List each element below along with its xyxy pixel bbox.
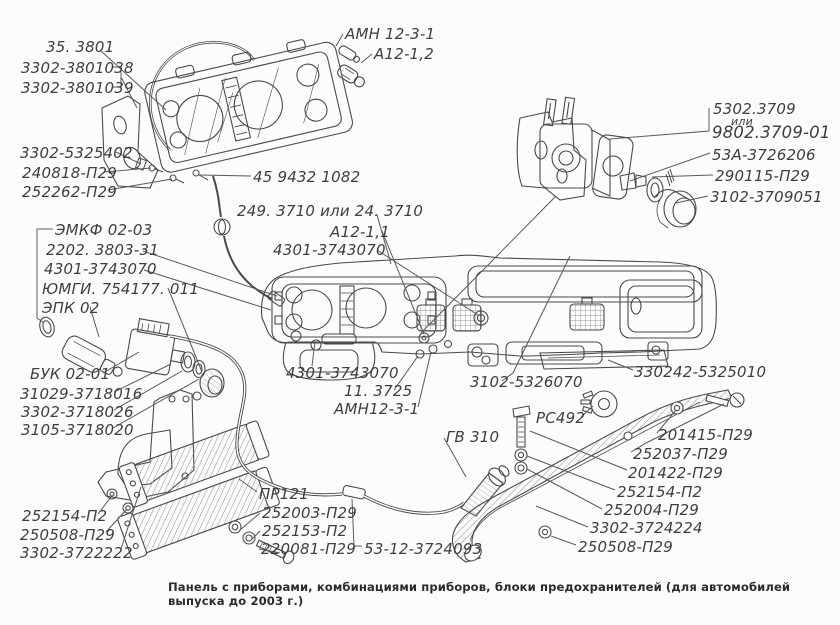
part-label: 252003-П29 [262,504,358,522]
part-label: 4301-3743070 [286,364,399,382]
part-label: 252037-П29 [633,445,729,463]
part-label: 53-12-3724093 [364,540,483,558]
part-label: 330242-5325010 [634,363,767,381]
part-label: 9802.3709-01 [712,123,831,142]
part-label: 290115-П29 [715,167,811,185]
part-label: ЭПК 02 [42,299,100,317]
part-label: РС492 [536,409,586,427]
part-label: А12-1,1 [330,223,391,241]
part-label: ПР121 [259,485,309,503]
fuse-blocks-art [117,420,295,565]
part-label: ЭМКФ 02-03 [55,221,153,239]
part-label: АМН 12-3-1 [345,25,436,43]
part-label: 3302-5325402 [20,144,133,162]
part-label: ЮМГИ. 754177. 011 [42,280,200,298]
part-label: 201422-П29 [628,464,724,482]
part-label: АМН12-3-1 [334,400,420,418]
part-label: 3302-3724224 [590,519,703,537]
part-label: 53А-3726206 [712,146,816,164]
part-label: 252154-П2 [617,483,703,501]
part-label: 252262-П29 [22,183,118,201]
part-label: 220081-П29 [261,540,357,558]
part-label: 3302-3801038 [21,59,134,77]
part-label: 3302-3801039 [21,79,134,97]
part-label: 252004-П29 [604,501,700,519]
part-label: 3102-5326070 [470,373,583,391]
part-label: БУК 02-01 [30,365,111,383]
part-label: 3105-3718020 [21,421,134,439]
part-label: 31029-3718016 [20,385,143,403]
part-label: 252154-П2 [22,507,108,525]
switch-parts-art [39,316,225,398]
part-label: 249. 3710 или 24. 3710 [237,202,424,220]
dashboard-panel-art [260,254,717,381]
part-label: 252153-П2 [262,522,348,540]
part-label: 250508-П29 [578,538,674,556]
part-label: 4301-3743070 [273,241,386,259]
part-label: 2202. 3803-31 [46,241,159,259]
part-label: или [731,115,753,128]
speedo-cable-art [169,334,510,517]
part-label: ГВ 310 [446,428,500,446]
part-label: 3302-3718026 [21,403,134,421]
leader-lines [36,33,725,554]
part-label: 3102-3709051 [710,188,823,206]
part-label: 3302-3722222 [20,544,133,562]
part-label: А12-1,2 [374,45,435,63]
instrument-cluster-art [101,39,365,307]
figure-caption: Панель с приборами, комбинациями приборо… [168,580,791,608]
light-switch-art [516,96,697,229]
part-label: 240818-П29 [22,164,118,182]
part-label: 201415-П29 [658,426,754,444]
part-label: 45 9432 1082 [253,168,361,186]
part-label: 11. 3725 [344,382,413,400]
part-label: 250508-П29 [20,526,116,544]
part-label: 5302.3709 [713,100,796,118]
part-label: 4301-3743070 [44,260,157,278]
lower-bracket-art [451,389,745,563]
part-label: 35. 3801 [46,38,115,56]
